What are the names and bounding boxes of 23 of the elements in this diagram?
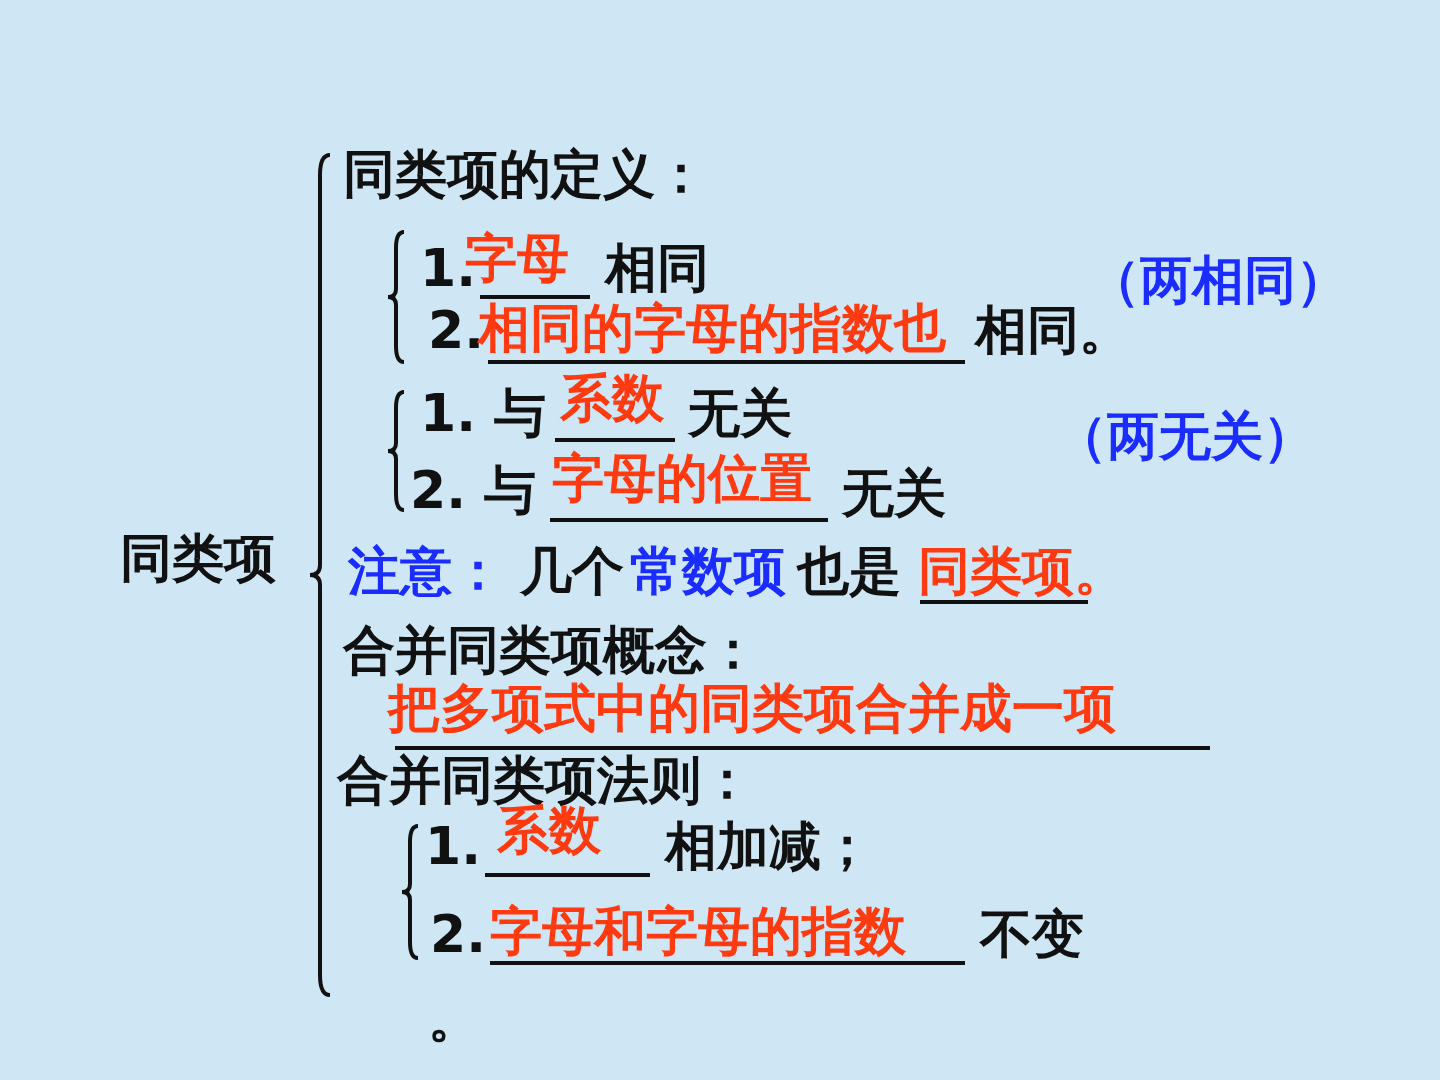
statement-text: 无关 xyxy=(688,385,792,443)
statement-text: 相加减； xyxy=(665,818,873,876)
statement-text: 2. 与 xyxy=(410,462,537,520)
answer-text: 把多项式中的同类项合并成一项 xyxy=(388,680,1116,738)
statement-text: 相同 xyxy=(605,240,709,298)
statement-text: 几个 xyxy=(520,543,624,601)
answer-text: 字母的位置 xyxy=(552,450,812,508)
answer-text: 同类项。 xyxy=(918,543,1126,601)
statement-text: 不变 xyxy=(980,906,1084,964)
highlight-text: 常数项 xyxy=(630,543,786,601)
note-label: 注意： xyxy=(348,543,504,601)
answer-text: 系数 xyxy=(560,370,664,428)
item-number: 2. xyxy=(430,906,486,964)
statement-text: 也是 xyxy=(797,543,901,601)
statement-text: 。 xyxy=(428,990,480,1048)
heading-text: 同类项的定义： xyxy=(343,146,707,204)
topic-label: 同类项 xyxy=(120,530,276,588)
item-number: 1. xyxy=(425,818,481,876)
answer-text: 字母和字母的指数 xyxy=(490,903,906,961)
heading-text: 合并同类项概念： xyxy=(343,622,759,680)
statement-text: 无关 xyxy=(842,465,946,523)
summary-note: （两无关） xyxy=(1055,408,1315,466)
statement-text: 1. 与 xyxy=(420,385,547,443)
